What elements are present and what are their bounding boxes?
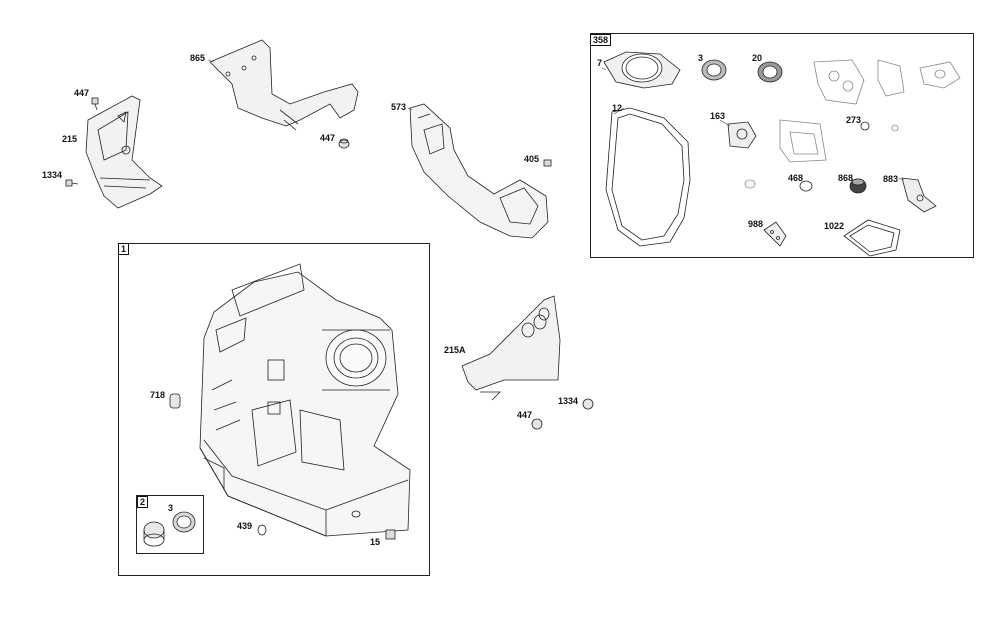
callout-405[interactable]: 405 <box>524 154 540 164</box>
part-468-washer <box>744 179 813 192</box>
part-215A-bracket <box>461 295 561 401</box>
callout-718[interactable]: 718 <box>150 390 166 400</box>
gasket-set-plate <box>779 119 827 163</box>
part-405-fastener <box>543 159 552 167</box>
part-573-backplate <box>409 103 549 239</box>
callout-215[interactable]: 215 <box>62 134 78 144</box>
callout-273[interactable]: 273 <box>846 115 862 125</box>
group-2-label[interactable]: 2 <box>137 496 149 508</box>
part-883-gasket <box>901 177 937 213</box>
callout-439[interactable]: 439 <box>237 521 253 531</box>
part-439-washer <box>257 524 267 536</box>
part-865-bracket <box>209 39 359 131</box>
part-163-gasket <box>727 121 757 149</box>
leader-lines <box>207 59 905 181</box>
part-3-seal-b <box>701 59 727 81</box>
callout-7[interactable]: 7 <box>597 58 603 68</box>
callout-12[interactable]: 12 <box>612 103 623 113</box>
callout-868[interactable]: 868 <box>838 173 854 183</box>
group-358-frame <box>590 33 974 258</box>
part-2-bearing <box>143 521 165 547</box>
group-1-frame <box>118 243 430 576</box>
callout-447[interactable]: 447 <box>517 410 533 420</box>
callout-1334[interactable]: 1334 <box>558 396 579 406</box>
callout-15[interactable]: 15 <box>370 537 381 547</box>
part-215-shroud <box>85 95 163 209</box>
part-447-bolt-b <box>338 138 350 149</box>
callout-163[interactable]: 163 <box>710 111 726 121</box>
part-15-plug <box>385 529 396 540</box>
engine-block <box>199 263 411 537</box>
callout-988[interactable]: 988 <box>748 219 764 229</box>
group-2-frame <box>136 495 204 554</box>
callout-1022[interactable]: 1022 <box>824 221 845 231</box>
part-273-washer <box>860 121 899 132</box>
callout-3[interactable]: 3 <box>168 503 174 513</box>
part-20-seal <box>757 61 783 83</box>
callout-573[interactable]: 573 <box>391 102 407 112</box>
part-1334-screw-b <box>582 398 594 410</box>
callout-447[interactable]: 447 <box>74 88 90 98</box>
part-447-bolt-a <box>91 97 99 111</box>
part-447-bolt-c <box>531 418 543 430</box>
callout-883[interactable]: 883 <box>883 174 899 184</box>
part-718-dowel <box>169 393 181 409</box>
gasket-set-extras <box>813 59 961 105</box>
part-12-crankcase-gasket <box>605 107 691 247</box>
callout-1334[interactable]: 1334 <box>42 170 63 180</box>
part-7-head-gasket <box>603 51 681 89</box>
callout-447[interactable]: 447 <box>320 133 336 143</box>
group-358-label[interactable]: 358 <box>590 34 612 46</box>
callout-20[interactable]: 20 <box>752 53 763 63</box>
part-988-plate <box>763 221 787 247</box>
part-868-seal <box>849 178 867 194</box>
callout-3[interactable]: 3 <box>698 53 704 63</box>
callout-468[interactable]: 468 <box>788 173 804 183</box>
part-3-seal-a <box>172 511 196 533</box>
callout-865[interactable]: 865 <box>190 53 206 63</box>
part-1022-gasket <box>843 219 901 257</box>
part-1334-screw-a <box>65 179 79 187</box>
callout-215A[interactable]: 215A <box>444 345 466 355</box>
group-1-label[interactable]: 1 <box>118 243 130 255</box>
